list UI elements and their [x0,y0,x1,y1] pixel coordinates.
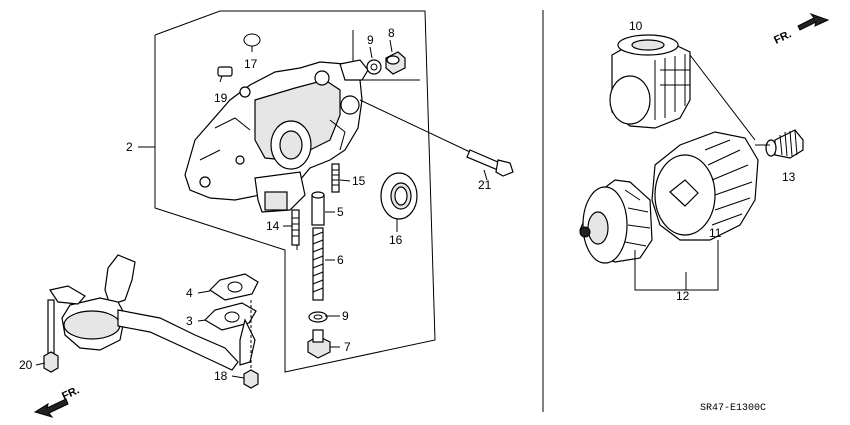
callout-16: 16 [389,233,403,247]
bracket-12 [634,240,719,291]
callout-5: 5 [337,205,344,219]
callout-17: 17 [244,57,258,71]
callout-20: 20 [19,358,33,372]
callout-10: 10 [629,19,643,33]
front-direction-arrow-right: FR. [772,12,830,47]
callout-6: 6 [337,253,344,267]
stud-14 [291,209,300,246]
bolt-21 [359,99,514,177]
washer-9-lower-hole [313,314,323,320]
threaded-joint-13 [765,129,804,159]
oil-strainer [49,254,256,371]
diagram-code: SR47-E1300C [700,403,766,414]
stud-15 [331,163,340,193]
plug-bolt-8 [385,51,406,75]
callout-19: 19 [214,91,228,105]
callouts: 2 3 4 5 6 7 8 9 9 10 11 12 13 14 15 16 1… [19,19,796,383]
nut-18 [243,300,259,389]
leader-10-11 [689,54,756,141]
callout-8: 8 [388,26,395,40]
callout-15: 15 [352,174,366,188]
callout-3: 3 [186,314,193,328]
callout-18: 18 [214,369,228,383]
gasket-3 [204,302,257,331]
oil-pump-outlet [339,59,369,81]
oil-filter-10 [609,34,691,129]
callout-9-lower: 9 [342,309,349,323]
callout-2: 2 [126,140,133,154]
leader-lines [35,39,488,379]
oil-filter-11 [651,131,759,241]
bolt-20 [43,299,59,373]
washer-9-upper [366,59,382,75]
front-direction-arrow-left: FR. [33,384,81,418]
oil-pump-body [184,61,363,213]
o-ring-17 [243,33,261,47]
callout-21: 21 [478,178,492,192]
washer-9-upper-hole [370,63,378,71]
dowel-pin-19 [217,66,233,77]
callout-13: 13 [782,170,796,184]
gasket-4 [209,273,259,301]
relief-valve-5 [311,191,325,226]
fr-label-left: FR. [60,384,81,402]
oil-filter-element-12 [579,179,653,264]
callout-4: 4 [186,286,193,300]
oil-seal-16 [380,172,418,220]
plug-bolt-7 [307,329,331,359]
fr-label-right: FR. [772,28,793,46]
spring-6 [312,227,324,301]
callout-12: 12 [676,289,690,303]
callout-14: 14 [266,219,280,233]
callout-7: 7 [344,340,351,354]
callout-11: 11 [709,226,722,240]
callout-9-upper: 9 [367,33,374,47]
washer-9-lower [308,311,328,323]
